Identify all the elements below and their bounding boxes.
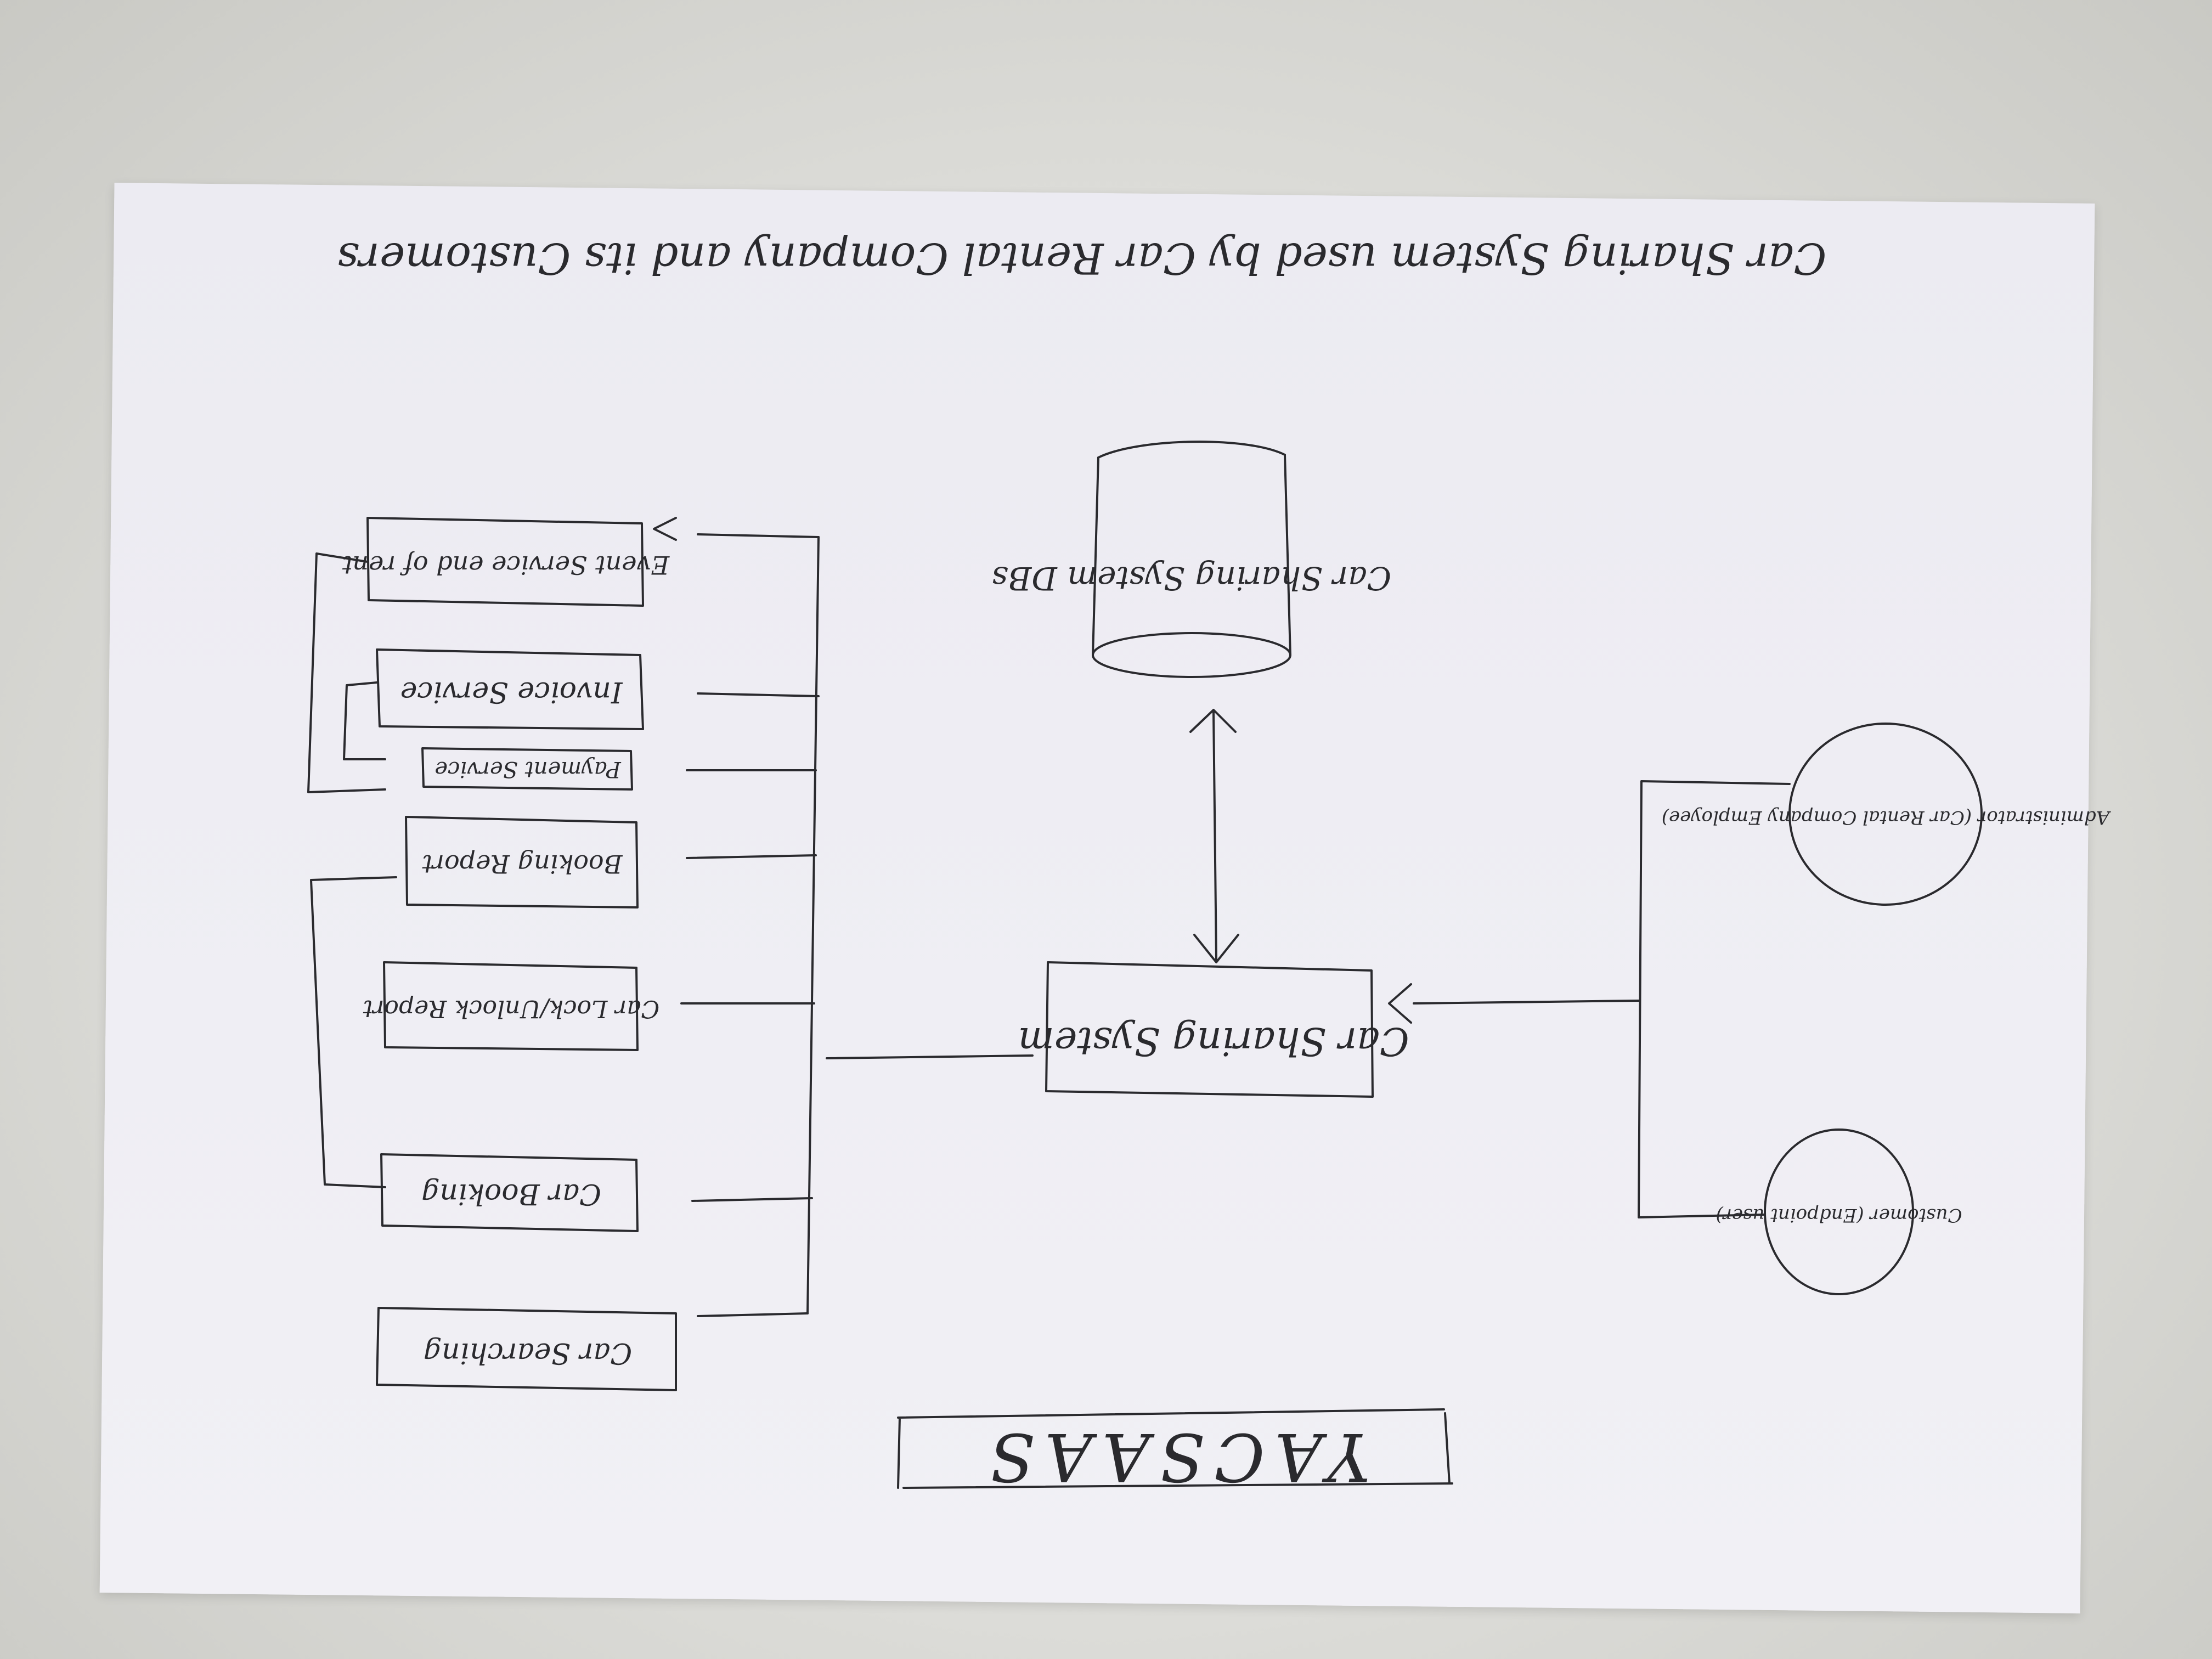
service-lock-unlock-label: Car Lock/Unlock Report: [363, 995, 659, 1023]
service-car-booking: Car Booking: [380, 1153, 639, 1232]
service-booking-report-label: Booking Report: [422, 849, 623, 879]
service-car-booking-label: Car Booking: [421, 1177, 601, 1210]
actor-administrator: Administrator (Car Rental Company Employ…: [1662, 723, 2111, 906]
service-bus: [653, 517, 1034, 1317]
actor-customer: Customer (Endpoint user): [1716, 1128, 1962, 1295]
service-payment: Payment Service: [421, 747, 633, 791]
service-event-label: Event Service end of rent: [342, 550, 670, 580]
service-event: Event Service end of rent: [342, 517, 670, 607]
database-label: Car Sharing System DBs: [992, 560, 1391, 597]
project-name: YACSAAS: [980, 1418, 1370, 1494]
core-system-box: Car Sharing System: [1018, 961, 1409, 1098]
diagram-title: Car Sharing System used by Car Rental Co…: [337, 233, 1827, 283]
service-loops: [307, 552, 397, 1188]
actor-administrator-label: Administrator (Car Rental Company Employ…: [1662, 806, 2111, 828]
actor-connectors: [1388, 780, 1791, 1218]
service-car-searching-label: Car Searching: [424, 1336, 632, 1369]
service-invoice-label: Invoice Service: [400, 675, 623, 708]
database-cylinder: Car Sharing System DBs: [992, 441, 1391, 678]
service-payment-label: Payment Service: [435, 757, 621, 782]
service-invoice: Invoice Service: [376, 648, 644, 730]
project-name-box: YACSAAS: [897, 1408, 1453, 1494]
service-booking-report: Booking Report: [405, 816, 639, 909]
system-db-arrow: [1189, 709, 1239, 963]
service-lock-unlock: Car Lock/Unlock Report: [363, 961, 659, 1051]
service-car-searching: Car Searching: [376, 1307, 677, 1391]
core-system-label: Car Sharing System: [1018, 1019, 1409, 1064]
